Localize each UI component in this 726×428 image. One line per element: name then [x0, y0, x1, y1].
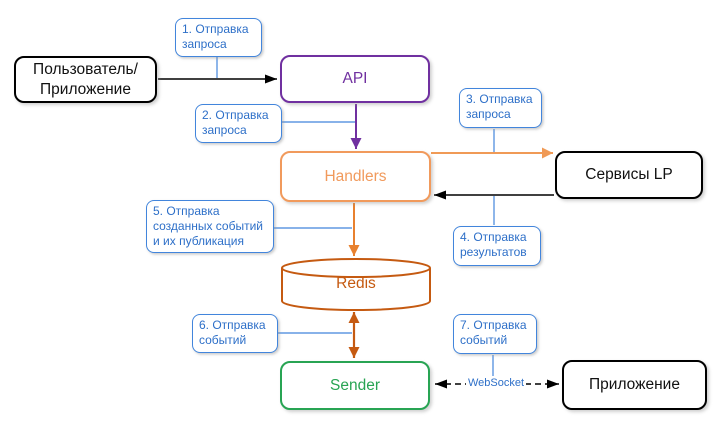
node-sender: Sender	[280, 361, 430, 410]
callout-7-send-events: 7. Отправка событий	[453, 314, 537, 354]
node-user-application: Пользователь/ Приложение	[14, 56, 157, 103]
callout-2-send-request: 2. Отправка запроса	[195, 104, 282, 143]
node-handlers: Handlers	[280, 151, 431, 202]
callout-5-send-created-events: 5. Отправка созданных событий и их публи…	[146, 200, 274, 253]
callout-6-send-events: 6. Отправка событий	[192, 314, 278, 353]
callout-connectors	[216, 57, 495, 376]
callout-4-send-results: 4. Отправка результатов	[453, 226, 541, 266]
node-api: API	[280, 55, 430, 103]
node-lp-services: Сервисы LP	[555, 151, 703, 199]
node-redis-label: Redis	[336, 275, 376, 292]
redis-cylinder	[281, 258, 431, 311]
websocket-edge-label: WebSocket	[466, 377, 526, 390]
node-client-application: Приложение	[562, 360, 707, 410]
callout-3-send-request: 3. Отправка запроса	[459, 88, 542, 128]
callout-1-send-request: 1. Отправка запроса	[175, 18, 262, 57]
